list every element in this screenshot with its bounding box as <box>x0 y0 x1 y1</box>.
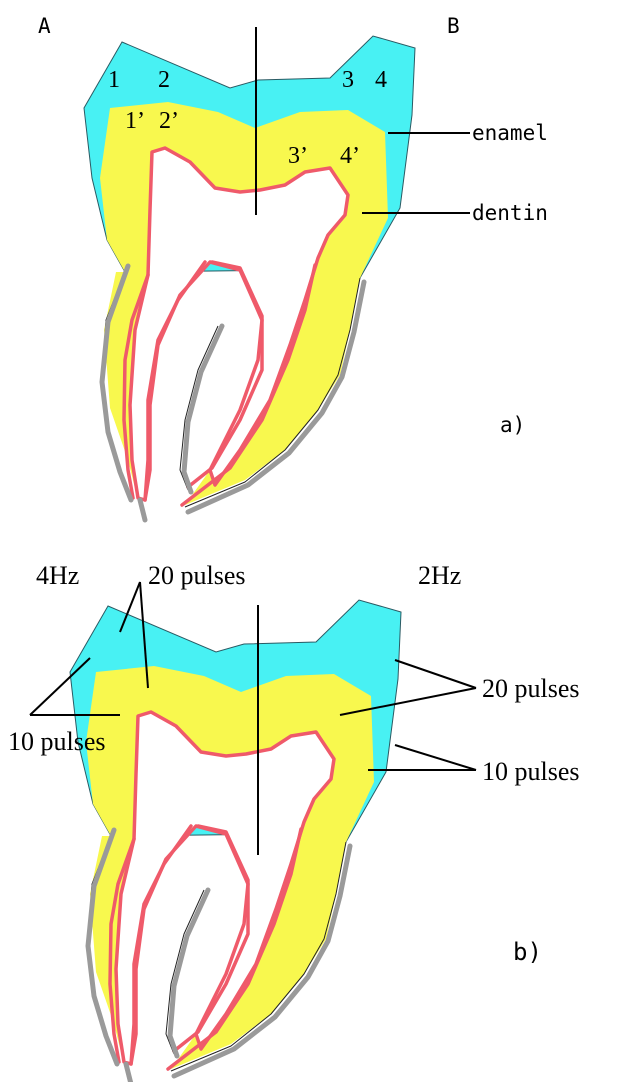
pulses-right-bottom-label: 10 pulses <box>482 757 580 786</box>
pulses-right-top-label: 20 pulses <box>482 674 580 703</box>
pulses-top-left-label: 20 pulses <box>148 561 246 590</box>
dentin-point-4: 4’ <box>340 143 360 169</box>
dentin-point-2: 2’ <box>159 108 179 134</box>
panel-label-a: a) <box>500 413 525 437</box>
enamel-point-2: 2 <box>158 67 170 93</box>
dentin-label: dentin <box>472 201 548 225</box>
tooth-panel-b: 4Hz 20 pulses 2Hz 10 pulses 20 pulses 10… <box>8 561 580 1082</box>
pulses-left-label: 10 pulses <box>8 727 106 756</box>
tooth-illustration-b <box>70 600 401 1082</box>
pulses-20-leader-enamel-right <box>395 660 476 688</box>
frequency-label-right: 2Hz <box>418 561 461 590</box>
side-label-a: A <box>38 14 51 38</box>
enamel-point-3: 3 <box>342 67 354 93</box>
enamel-label: enamel <box>472 121 548 145</box>
enamel-point-4: 4 <box>375 67 387 93</box>
frequency-label-left: 4Hz <box>36 561 79 590</box>
dentin-point-3: 3’ <box>288 143 308 169</box>
panel-label-b: b) <box>513 938 542 966</box>
side-label-b: B <box>447 14 460 38</box>
pulses-10-leader-enamel-right <box>395 745 476 770</box>
tooth-panel-a: A B 1 2 3 4 1’ 2’ 3’ 4’ enamel dentin a) <box>38 14 548 520</box>
dentin-point-1: 1’ <box>125 108 145 134</box>
enamel-point-1: 1 <box>108 67 120 93</box>
